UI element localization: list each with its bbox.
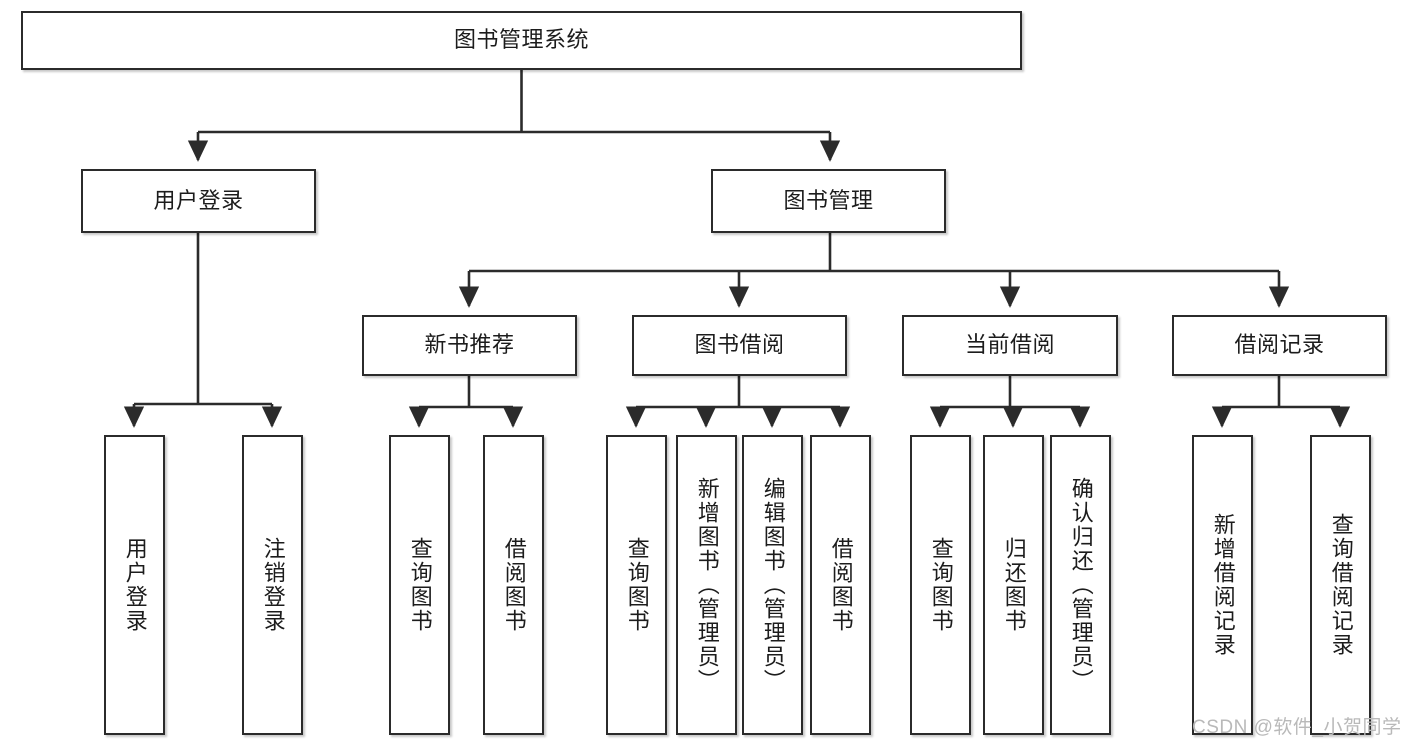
node-label: 查询图书: [407, 537, 433, 633]
node-label: 新书推荐: [424, 332, 515, 358]
node-label: 借阅记录: [1234, 332, 1325, 358]
node-label: 归还图书: [1001, 537, 1027, 633]
node-new-book-recommend[interactable]: 新书推荐: [362, 315, 577, 376]
leaf-query-book-1[interactable]: 查询图书: [389, 435, 450, 735]
node-label: 查询图书: [928, 537, 954, 633]
node-label: 确认归还（管理员）: [1068, 477, 1094, 693]
node-label: 用户登录: [122, 537, 148, 633]
leaf-borrow-book-2[interactable]: 借阅图书: [810, 435, 871, 735]
node-label: 图书借阅: [694, 332, 785, 358]
node-label: 用户登录: [153, 187, 244, 213]
leaf-confirm-return-admin[interactable]: 确认归还（管理员）: [1050, 435, 1111, 735]
leaf-query-borrow-record[interactable]: 查询借阅记录: [1310, 435, 1371, 735]
leaf-user-login[interactable]: 用户登录: [104, 435, 165, 735]
node-label: 新增借阅记录: [1210, 513, 1236, 657]
node-current-borrow[interactable]: 当前借阅: [902, 315, 1118, 376]
leaf-user-logout[interactable]: 注销登录: [242, 435, 303, 735]
node-label: 借阅图书: [828, 537, 854, 633]
node-label: 图书管理: [783, 187, 874, 213]
node-label: 查询图书: [624, 537, 650, 633]
node-book-borrow[interactable]: 图书借阅: [632, 315, 847, 376]
leaf-return-book[interactable]: 归还图书: [983, 435, 1044, 735]
csdn-watermark: CSDN @软件_小贺同学: [1192, 717, 1402, 738]
node-borrow-record[interactable]: 借阅记录: [1172, 315, 1387, 376]
node-label: 注销登录: [260, 537, 286, 633]
node-book-manage[interactable]: 图书管理: [711, 169, 946, 233]
leaf-edit-book-admin[interactable]: 编辑图书（管理员）: [742, 435, 803, 735]
node-user-login[interactable]: 用户登录: [81, 169, 316, 233]
leaf-add-book-admin[interactable]: 新增图书（管理员）: [676, 435, 737, 735]
leaf-borrow-book-1[interactable]: 借阅图书: [483, 435, 544, 735]
node-label: 借阅图书: [501, 537, 527, 633]
node-label: 图书管理系统: [453, 27, 589, 53]
node-label: 查询借阅记录: [1328, 513, 1354, 657]
node-label: 编辑图书（管理员）: [760, 477, 786, 693]
node-label: 新增图书（管理员）: [694, 477, 720, 693]
node-root[interactable]: 图书管理系统: [21, 11, 1022, 70]
leaf-query-book-3[interactable]: 查询图书: [910, 435, 971, 735]
leaf-query-book-2[interactable]: 查询图书: [606, 435, 667, 735]
leaf-add-borrow-record[interactable]: 新增借阅记录: [1192, 435, 1253, 735]
node-label: 当前借阅: [964, 332, 1055, 358]
